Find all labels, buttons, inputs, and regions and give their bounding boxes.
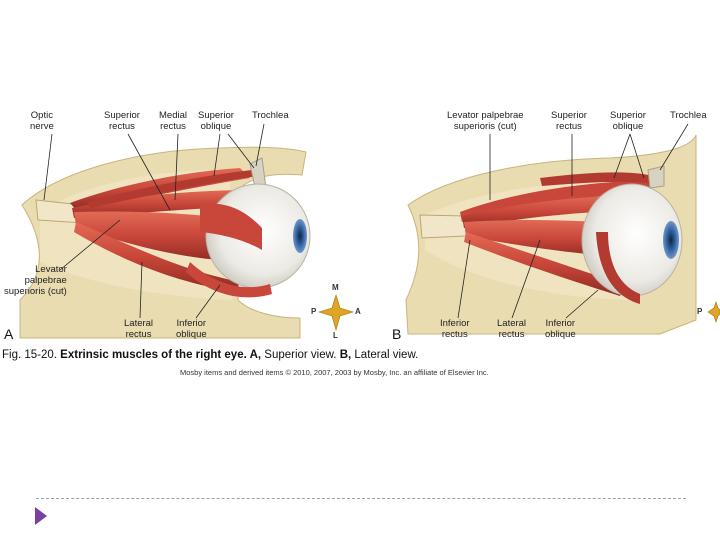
- label-trochlea-b: Trochlea: [670, 110, 707, 121]
- compass-a-left: P: [311, 307, 317, 316]
- caption-b-text: Lateral view.: [351, 349, 419, 361]
- panel-b-illustration: [405, 123, 697, 335]
- superior-oblique-a: [88, 170, 258, 208]
- tendon-a: [200, 203, 262, 250]
- inferior-oblique-a: [186, 262, 272, 298]
- slide-bullet-icon: [35, 507, 47, 525]
- caption-b-letter: B,: [339, 349, 352, 361]
- panel-letter-a: A: [4, 326, 14, 342]
- caption-a-text: Superior view.: [261, 349, 340, 361]
- copyright-credit: Mosby items and derived items © 2010, 20…: [180, 368, 489, 377]
- label-trochlea-a: Trochlea: [252, 110, 289, 121]
- compass-a-right: A: [355, 307, 361, 316]
- compass-a: [317, 293, 355, 332]
- figure-caption: Fig. 15-20. Extrinsic muscles of the rig…: [2, 349, 418, 361]
- optic-nerve-b: [419, 214, 467, 239]
- caption-title: Extrinsic muscles of the right eye.: [60, 349, 247, 361]
- compass-b-left: P: [697, 307, 703, 316]
- medial-rectus-a: [72, 190, 255, 218]
- inferior-rectus-b: [464, 232, 625, 296]
- trochlea-b: [647, 165, 665, 189]
- iris-a: [293, 219, 307, 253]
- panel-a-illustration: [19, 123, 311, 339]
- compass-b: [707, 301, 720, 323]
- compass-a-top: M: [332, 283, 339, 292]
- superior-oblique-b: [540, 172, 654, 186]
- inferior-oblique-b: [596, 232, 640, 304]
- slide-divider: [36, 498, 686, 499]
- caption-a-letter: A,: [246, 349, 262, 361]
- panel-letter-b: B: [392, 326, 402, 342]
- caption-prefix: Fig. 15-20.: [2, 349, 61, 361]
- iris-b: [663, 221, 679, 259]
- compass-a-bottom: L: [333, 331, 338, 340]
